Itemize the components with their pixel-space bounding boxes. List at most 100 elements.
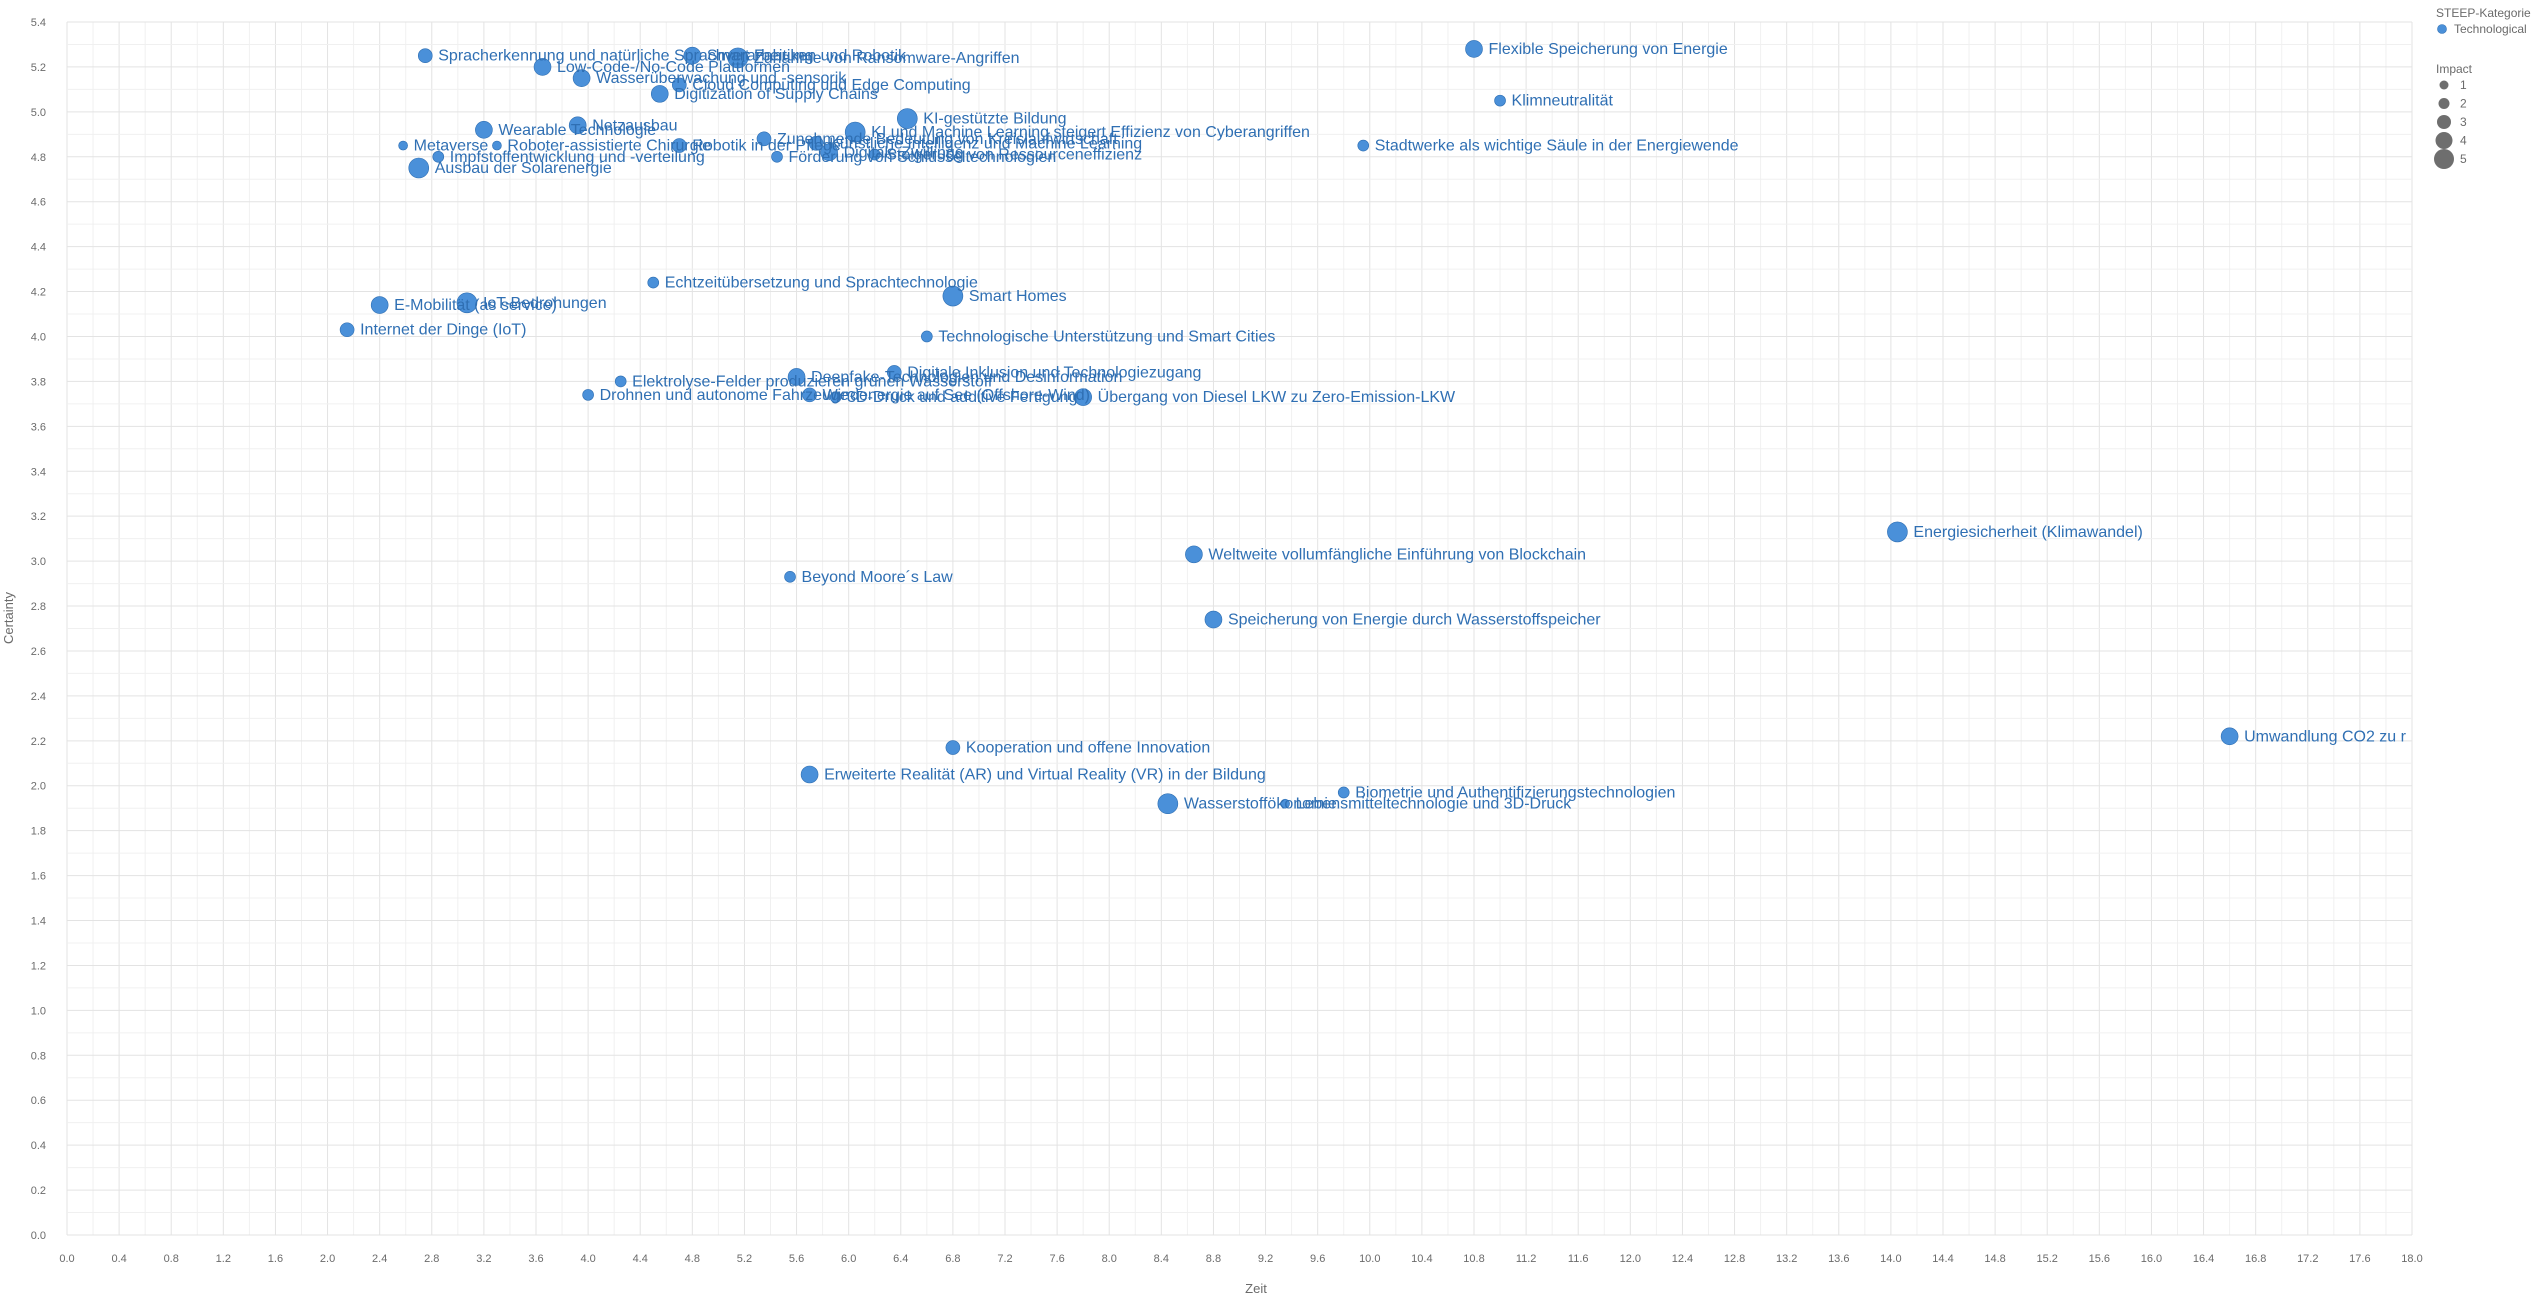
- data-point-label: Low-Code-/No-Code Plattformen: [557, 59, 790, 76]
- data-point-label: Digitale Inklusion und Technologiezugang: [907, 364, 1201, 381]
- y-tick-label: 1.4: [31, 916, 46, 928]
- x-tick-label: 0.0: [59, 1253, 74, 1265]
- x-tick-label: 6.0: [841, 1253, 856, 1265]
- data-point: [1494, 94, 1506, 107]
- data-point: [2220, 727, 2239, 746]
- y-tick-label: 4.8: [31, 152, 46, 164]
- data-point: [896, 108, 918, 129]
- x-tick-label: 8.4: [1154, 1253, 1169, 1265]
- data-point-label: Ausbau der Solarenergie: [435, 160, 612, 177]
- y-tick-label: 0.0: [31, 1230, 46, 1242]
- y-tick-label: 4.0: [31, 331, 46, 343]
- data-point: [1185, 545, 1203, 564]
- data-point-label: Elektrolyse-Felder produzieren grünen Wa…: [632, 373, 993, 390]
- legend: STEEP-Kategorie Technological Impact 123…: [2434, 6, 2531, 169]
- data-point-label: Digitization of Supply Chains: [674, 86, 878, 103]
- data-point: [432, 150, 445, 163]
- data-point-label: Smart Homes: [969, 288, 1067, 305]
- data-point: [568, 116, 587, 135]
- x-tick-label: 16.8: [2245, 1253, 2266, 1265]
- x-tick-label: 1.6: [268, 1253, 283, 1265]
- legend-color-label: Technological: [2454, 22, 2527, 36]
- x-tick-label: 11.2: [1516, 1253, 1537, 1265]
- x-tick-label: 15.6: [2089, 1253, 2110, 1265]
- data-point: [756, 131, 772, 147]
- x-tick-label: 16.4: [2193, 1253, 2214, 1265]
- data-point: [683, 46, 702, 65]
- data-point-label: Wasserüberwachung und -sensorik: [596, 70, 847, 87]
- data-point: [398, 140, 408, 151]
- data-point: [868, 148, 881, 161]
- y-tick-label: 3.2: [31, 511, 46, 523]
- data-point-label: Klimneutralität: [1512, 93, 1614, 110]
- data-point-label: Beyond Moore´s Law: [802, 569, 954, 586]
- data-point-label: Lebensmitteltechnologie und 3D-Druck: [1296, 796, 1573, 813]
- y-tick-label: 3.6: [31, 421, 46, 433]
- data-point-label: Weltweite vollumfängliche Einführung von…: [1208, 546, 1586, 563]
- data-point-label: Deepfake-Technologien und Desinformation: [811, 369, 1122, 386]
- data-point-label: Steigerung von Ressourceneffizienz: [886, 147, 1142, 164]
- data-point: [1157, 793, 1179, 815]
- y-tick-label: 3.4: [31, 466, 46, 478]
- data-point: [475, 121, 493, 139]
- y-axis-title: Certainty: [1, 591, 16, 644]
- y-tick-label: 0.2: [31, 1185, 46, 1197]
- x-tick-label: 17.2: [2297, 1253, 2318, 1265]
- legend-size-dot: [2434, 149, 2454, 169]
- data-point-label: Wearable Technologie: [498, 122, 656, 139]
- x-tick-label: 3.6: [528, 1253, 543, 1265]
- data-point-label: Speicherung von Energie durch Wasserstof…: [1228, 612, 1601, 629]
- data-point: [1337, 786, 1350, 799]
- y-tick-label: 2.4: [31, 691, 46, 703]
- data-point: [672, 77, 687, 93]
- data-point: [1465, 40, 1483, 58]
- x-tick-label: 2.8: [424, 1253, 439, 1265]
- x-tick-label: 6.4: [893, 1253, 908, 1265]
- data-point-label: Windenergie auf See (Offshore-Wind): [823, 387, 1090, 404]
- data-point: [650, 85, 669, 103]
- y-tick-label: 2.2: [31, 736, 46, 748]
- y-tick-label: 0.8: [31, 1050, 46, 1062]
- y-tick-label: 0.4: [31, 1140, 46, 1152]
- y-tick-label: 2.0: [31, 781, 46, 793]
- legend-color-dot: [2437, 24, 2447, 34]
- x-tick-label: 4.4: [633, 1253, 648, 1265]
- legend-color-title: STEEP-Kategorie: [2436, 6, 2531, 20]
- x-tick-label: 9.6: [1310, 1253, 1325, 1265]
- data-point: [808, 136, 824, 151]
- x-tick-label: 16.0: [2141, 1253, 2162, 1265]
- data-point: [614, 375, 627, 388]
- data-point-label: Künstliche Intelligenz und Machine Learn…: [829, 135, 1142, 152]
- data-point: [408, 157, 430, 179]
- y-tick-label: 5.4: [31, 17, 46, 29]
- legend-size-dot: [2437, 115, 2451, 129]
- data-point-label: KI und Machine Learning steigert Effizie…: [871, 124, 1310, 141]
- data-point: [339, 322, 355, 338]
- x-tick-label: 2.4: [372, 1253, 387, 1265]
- x-tick-label: 7.2: [997, 1253, 1012, 1265]
- x-tick-label: 2.0: [320, 1253, 335, 1265]
- x-tick-label: 18.0: [2401, 1253, 2422, 1265]
- legend-color-items: Technological: [2437, 22, 2527, 36]
- data-point: [370, 296, 389, 314]
- x-axis-title: Zeit: [1245, 1281, 1267, 1296]
- x-tick-label: 0.4: [111, 1253, 126, 1265]
- x-tick-label: 14.4: [1932, 1253, 1953, 1265]
- data-point-label: Impfstoffentwicklung und -verteilung: [450, 149, 705, 166]
- data-point: [800, 765, 819, 784]
- y-tick-label: 1.8: [31, 826, 46, 838]
- data-point-label: Stadtwerke als wichtige Säule in der Ene…: [1375, 138, 1739, 155]
- x-tick-label: 13.2: [1776, 1253, 1797, 1265]
- data-point: [582, 389, 594, 401]
- data-point: [829, 391, 842, 403]
- legend-size-dot: [2439, 80, 2449, 90]
- x-tick-label: 1.2: [216, 1253, 231, 1265]
- data-point-label: Übergang von Diesel LKW zu Zero-Emission…: [1098, 388, 1456, 406]
- data-point-label: Zunehmende Bedeutung von Kreislaufwirtsc…: [777, 131, 1118, 148]
- data-point: [844, 121, 866, 143]
- data-point: [784, 571, 796, 583]
- y-tick-label: 1.2: [31, 960, 46, 972]
- data-point: [1357, 139, 1370, 152]
- x-tick-label: 17.6: [2349, 1253, 2370, 1265]
